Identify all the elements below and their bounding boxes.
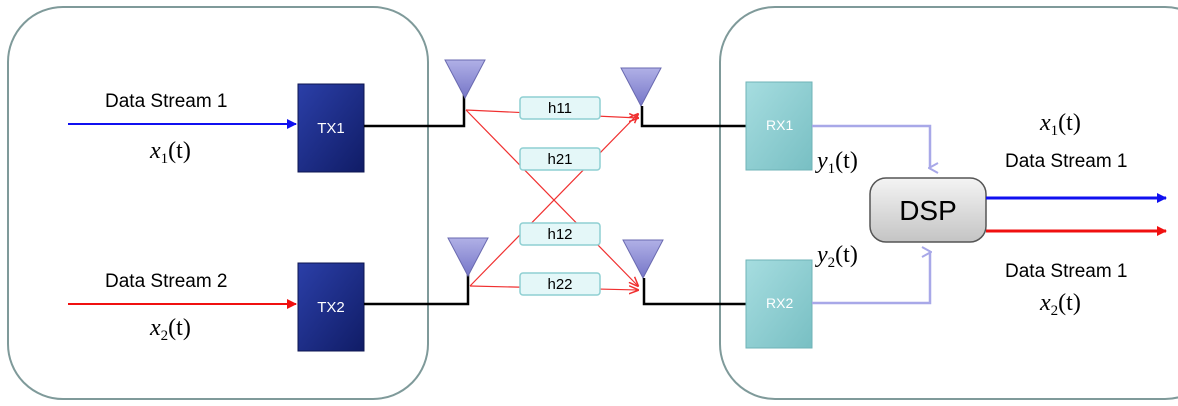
out-x1-symbol: x1(t) — [1039, 110, 1081, 139]
h21-label: h21 — [547, 151, 572, 168]
out-x2-symbol: x2(t) — [1039, 290, 1081, 319]
rx1-box — [745, 81, 813, 171]
rx2-label: RX2 — [766, 295, 793, 311]
tx1-label: TX1 — [317, 120, 345, 137]
rx1-feed — [640, 106, 746, 128]
h11-box — [519, 96, 601, 120]
path-h21 — [465, 109, 638, 286]
tx1-feed — [364, 85, 466, 128]
tx2-feed — [364, 262, 470, 306]
y2-symbol: y2(t) — [815, 242, 858, 271]
tx2-label: TX2 — [317, 299, 345, 316]
h22-label: h22 — [547, 276, 572, 293]
y1-symbol: y1(t) — [815, 148, 858, 177]
h12-box — [519, 222, 601, 246]
stream1-label: Data Stream 1 — [105, 91, 228, 112]
dsp-box — [869, 177, 987, 243]
out1-label: Data Stream 1 — [1005, 151, 1128, 172]
transmitter-panel — [7, 6, 429, 400]
tx2-box — [297, 262, 365, 352]
h12-label: h12 — [547, 226, 572, 243]
path-h12 — [469, 114, 638, 287]
x2-symbol: x2(t) — [149, 315, 191, 344]
rx2-box — [745, 259, 813, 349]
h22-box — [519, 272, 601, 296]
h11-label: h11 — [548, 100, 572, 117]
receiver-panel — [719, 6, 1178, 400]
tx1-antenna-icon — [444, 59, 486, 100]
out2-label: Data Stream 1 — [1005, 261, 1128, 282]
dsp-label: DSP — [899, 195, 957, 226]
h21-box — [519, 147, 601, 171]
tx2-antenna-icon — [447, 237, 489, 278]
rx2-to-dsp — [812, 252, 930, 305]
rx1-antenna-icon — [620, 67, 662, 108]
x1-symbol: x1(t) — [149, 138, 191, 167]
rx2-antenna-icon — [622, 239, 664, 280]
tx1-box — [297, 83, 365, 173]
rx1-to-dsp — [812, 124, 930, 168]
stream2-label: Data Stream 2 — [105, 271, 228, 292]
rx1-label: RX1 — [766, 117, 793, 133]
rx2-feed — [642, 278, 746, 306]
